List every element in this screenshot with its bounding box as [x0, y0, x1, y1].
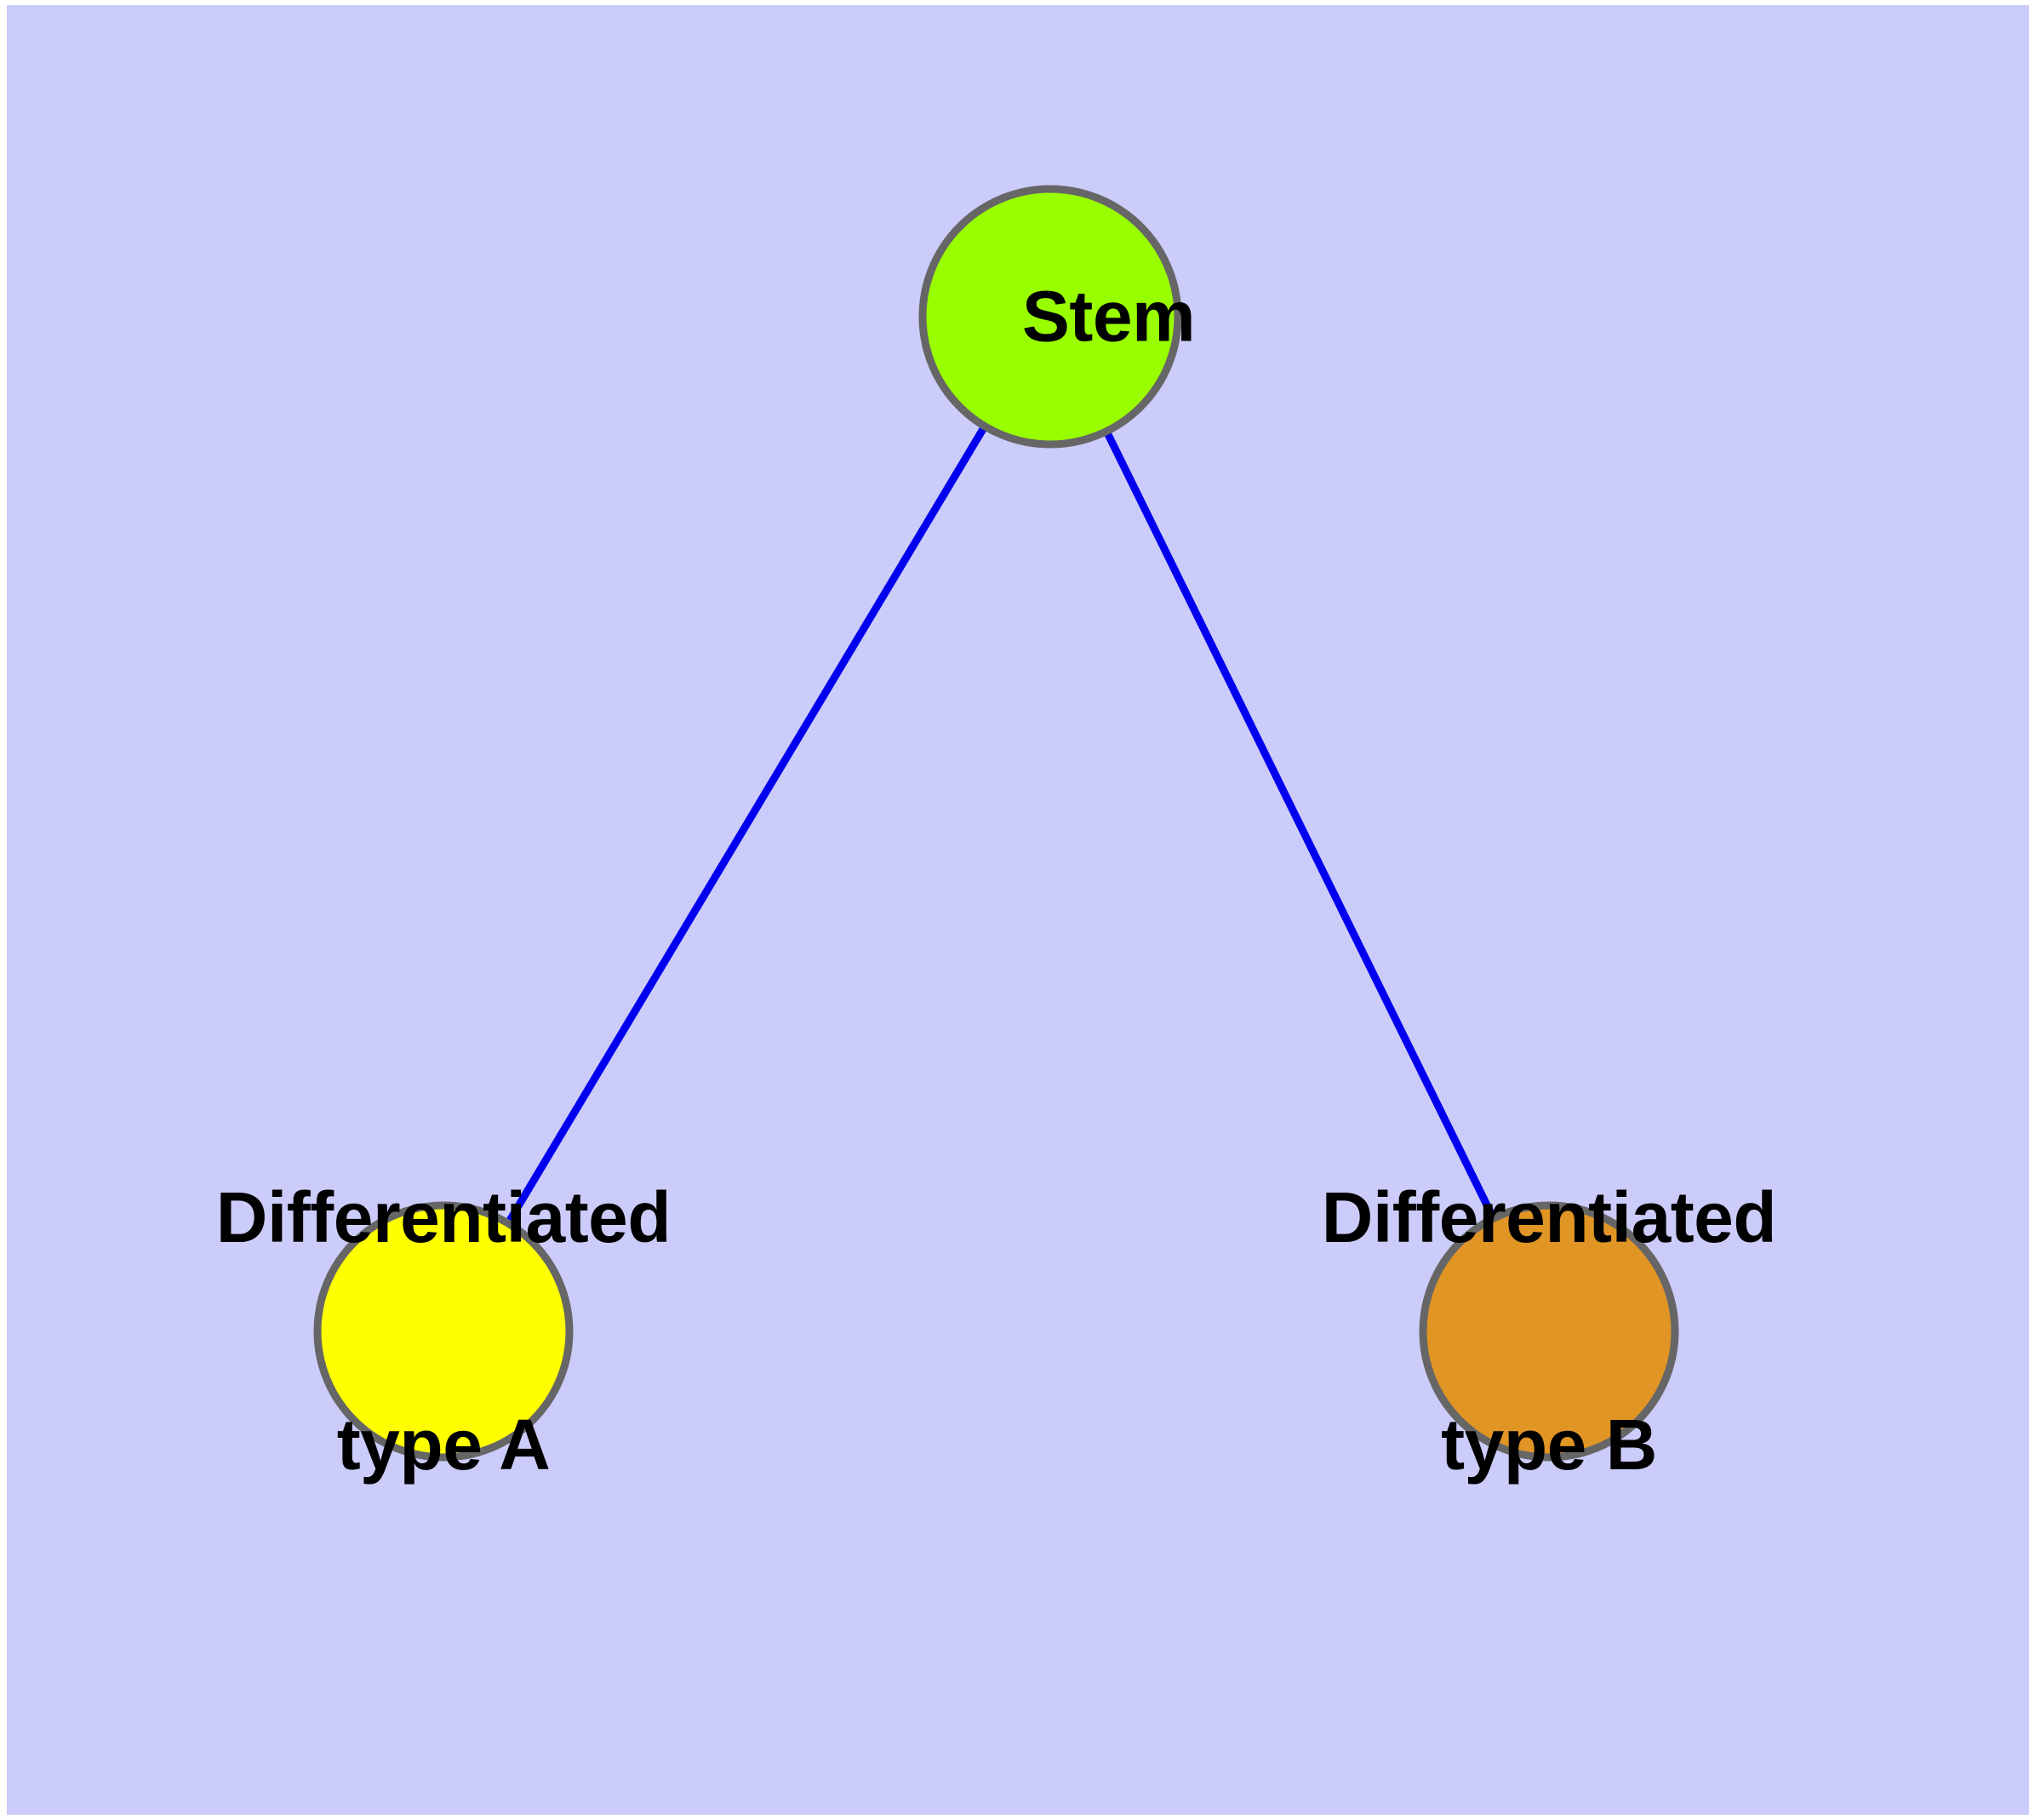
edge-stem-to-differentiated-type-a [506, 426, 987, 1224]
node-differentiated-type-a[interactable] [313, 1201, 574, 1462]
node-stem[interactable] [918, 185, 1182, 449]
node-layer [313, 185, 1679, 1462]
graph-svg [313, 185, 1679, 1462]
edge-stem-to-differentiated-type-b [1104, 431, 1496, 1219]
edge-layer [506, 426, 1496, 1224]
node-differentiated-type-b[interactable] [1419, 1201, 1679, 1462]
graph-plot-area: Stem Differentiated type A Differentiate… [7, 5, 2029, 1815]
